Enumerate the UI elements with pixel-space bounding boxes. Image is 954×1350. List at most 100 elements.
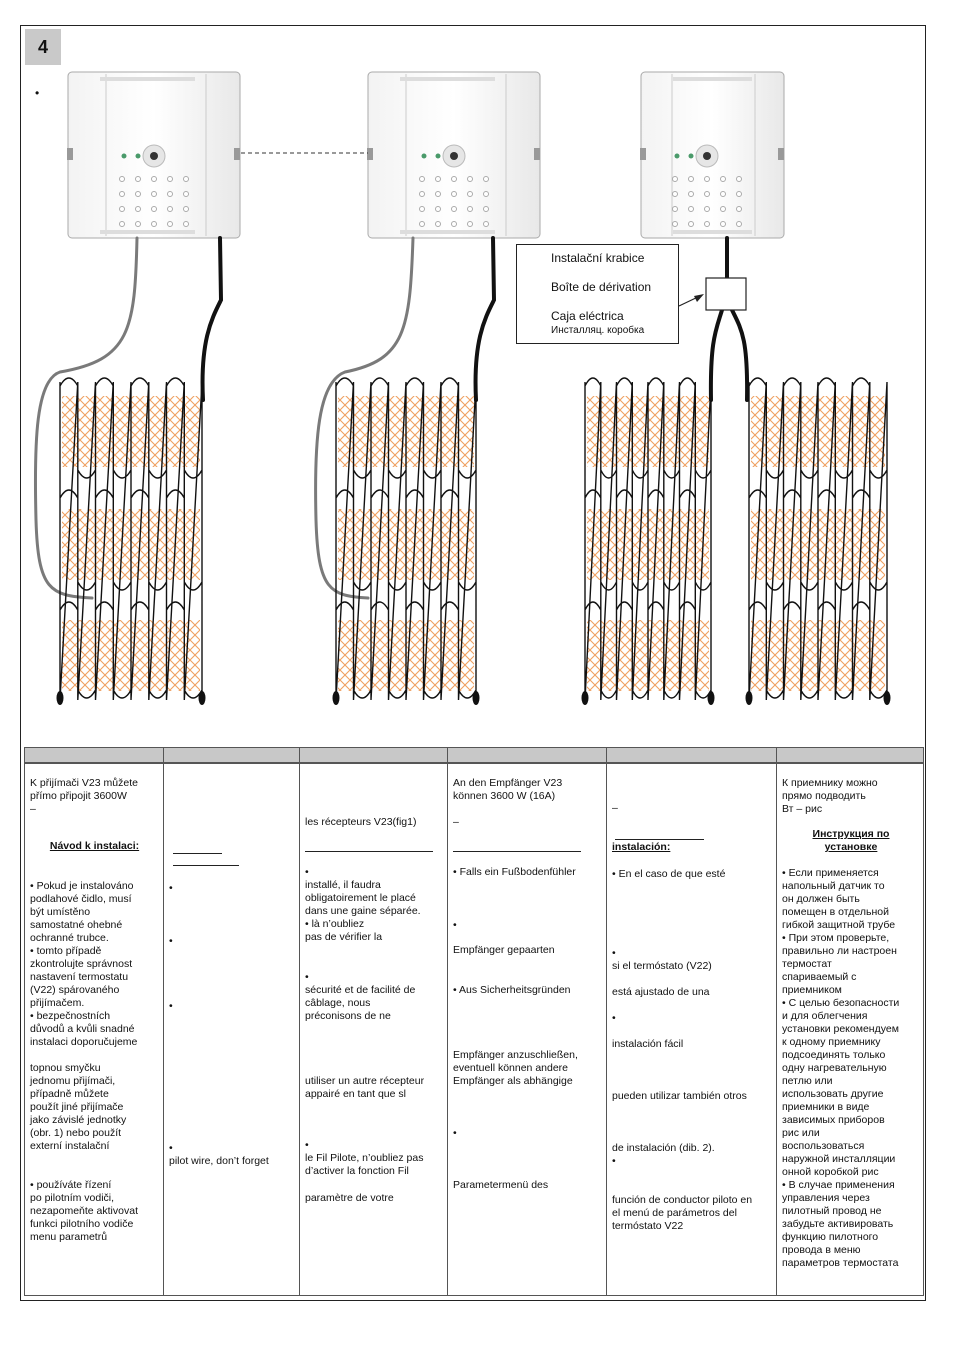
vent-hole bbox=[119, 206, 125, 212]
vent-hole bbox=[483, 176, 489, 182]
es-text-7: función de conductor piloto en el menú d… bbox=[612, 1194, 753, 1232]
en-bullet-1: • bbox=[169, 882, 173, 894]
heating-cable-loop bbox=[584, 377, 712, 701]
vent-hole bbox=[151, 206, 157, 212]
vent-hole bbox=[467, 176, 473, 182]
es-text-5: pueden utilizar también otros bbox=[612, 1090, 747, 1102]
column-fr: les récepteurs V23(fig1) • installé, il … bbox=[299, 764, 448, 1295]
de-text-4: Empfänger anzuschließen, eventuell könne… bbox=[453, 1049, 578, 1087]
ru-heading: Инструкция по установке bbox=[812, 828, 890, 853]
junction-box-callout: Instalační krabice Boîte de dérivation C… bbox=[516, 244, 679, 344]
heating-mat-1 bbox=[56, 377, 206, 705]
sensor-cable-1 bbox=[33, 236, 139, 600]
column-cs: K přijímači V23 můžete přímo připojit 36… bbox=[25, 764, 163, 1295]
heating-cable-loop bbox=[59, 377, 203, 701]
status-led bbox=[121, 153, 127, 159]
receiver-unit-3 bbox=[640, 71, 785, 239]
vent-hole bbox=[704, 206, 710, 212]
vent-hole bbox=[467, 221, 473, 227]
page-frame bbox=[20, 25, 926, 1301]
vent-hole bbox=[467, 206, 473, 212]
vent-hole bbox=[419, 206, 425, 212]
power-cable-1 bbox=[200, 236, 224, 402]
vent-hole bbox=[151, 191, 157, 197]
de-bullet-2: • bbox=[453, 1127, 457, 1139]
cable-end-right bbox=[198, 691, 206, 705]
cable-end-left bbox=[56, 691, 64, 705]
cable-end-left bbox=[332, 691, 340, 705]
vent-hole bbox=[183, 176, 189, 182]
vent-hole bbox=[672, 176, 678, 182]
de-text-5: Parametermenü des bbox=[453, 1179, 549, 1191]
vent-hole bbox=[672, 221, 678, 227]
vent-hole bbox=[135, 191, 141, 197]
status-led bbox=[421, 153, 427, 159]
vent-hole bbox=[135, 206, 141, 212]
de-intro: An den Empfänger V23 können 3600 W (16A) bbox=[453, 777, 563, 802]
vent-hole bbox=[135, 176, 141, 182]
vent-hole bbox=[672, 206, 678, 212]
heating-cable-loop bbox=[335, 377, 477, 701]
branch-cable-right bbox=[730, 308, 750, 402]
figure-number: 4 bbox=[25, 29, 61, 65]
cs-intro: K přijímači V23 můžete přímo připojit 36… bbox=[30, 777, 138, 815]
column-es: – instalación: • En el caso de que esté … bbox=[606, 764, 777, 1295]
vent-hole bbox=[672, 191, 678, 197]
de-rule bbox=[453, 851, 581, 852]
vent-hole bbox=[688, 191, 694, 197]
vent-hole bbox=[704, 176, 710, 182]
es-text-6: de instalación (dib. 2). • bbox=[612, 1142, 715, 1167]
cs-heading: Návod k instalaci: bbox=[49, 840, 140, 852]
vent-hole bbox=[720, 176, 726, 182]
en-rule-2 bbox=[173, 865, 239, 866]
installation-diagram bbox=[33, 71, 891, 705]
ru-intro: К приемнику можно прямо подводить Вт – р… bbox=[782, 777, 878, 815]
es-text-3: está ajustado de una bbox=[612, 986, 710, 998]
ru-text: • Если применяется напольный датчик то о… bbox=[782, 867, 900, 1269]
cable-end-left bbox=[581, 691, 589, 705]
es-heading: instalación: bbox=[612, 841, 671, 853]
vent-hole bbox=[704, 221, 710, 227]
vent-hole bbox=[183, 221, 189, 227]
column-ru: К приемнику можно прямо подводить Вт – р… bbox=[776, 764, 924, 1295]
vent-hole bbox=[720, 191, 726, 197]
heating-mat-4 bbox=[745, 377, 891, 705]
cs-text-3: • používáte řízení po pilotním vodiči, n… bbox=[30, 1179, 138, 1243]
vent-hole bbox=[483, 206, 489, 212]
vent-hole bbox=[435, 191, 441, 197]
vent-hole bbox=[451, 176, 457, 182]
de-text-2: Empfänger gepaarten bbox=[453, 944, 555, 956]
power-cable-2 bbox=[473, 236, 497, 402]
status-led bbox=[674, 153, 680, 159]
cs-text-1: • Pokud je instalováno podlahové čidlo, … bbox=[30, 880, 138, 1048]
callout-es: Caja eléctrica bbox=[551, 309, 624, 323]
side-clip bbox=[67, 148, 73, 160]
pairing-button-center bbox=[450, 152, 458, 160]
column-en: • • • • pilot wire, don’t forget bbox=[163, 764, 300, 1295]
callout-cs: Instalační krabice bbox=[551, 251, 645, 265]
es-bullet-1: • bbox=[612, 1012, 616, 1024]
es-dash: – bbox=[612, 802, 618, 814]
vent-hole bbox=[451, 191, 457, 197]
fr-text-3: utiliser un autre récepteur appairé en t… bbox=[305, 1075, 425, 1100]
status-led bbox=[688, 153, 694, 159]
vent-hole bbox=[435, 176, 441, 182]
vent-hole bbox=[483, 221, 489, 227]
fr-text-5: paramètre de votre bbox=[305, 1192, 394, 1204]
vent-hole bbox=[167, 176, 173, 182]
vent-hole bbox=[704, 191, 710, 197]
vent-hole bbox=[183, 206, 189, 212]
pairing-button-center bbox=[150, 152, 158, 160]
callout-arrow-head bbox=[694, 294, 704, 302]
side-clip bbox=[640, 148, 646, 160]
cable-end-right bbox=[472, 691, 480, 705]
fr-text-2: • sécurité et de facilité de câblage, no… bbox=[305, 971, 416, 1022]
heating-mat-3 bbox=[581, 377, 715, 705]
cable-end-right bbox=[883, 691, 891, 705]
junction-box bbox=[705, 277, 747, 311]
vent-hole bbox=[688, 221, 694, 227]
vent-hole bbox=[135, 221, 141, 227]
fr-intro: les récepteurs V23(fig1) bbox=[305, 816, 417, 828]
vent-hole bbox=[435, 221, 441, 227]
vent-hole bbox=[736, 206, 742, 212]
